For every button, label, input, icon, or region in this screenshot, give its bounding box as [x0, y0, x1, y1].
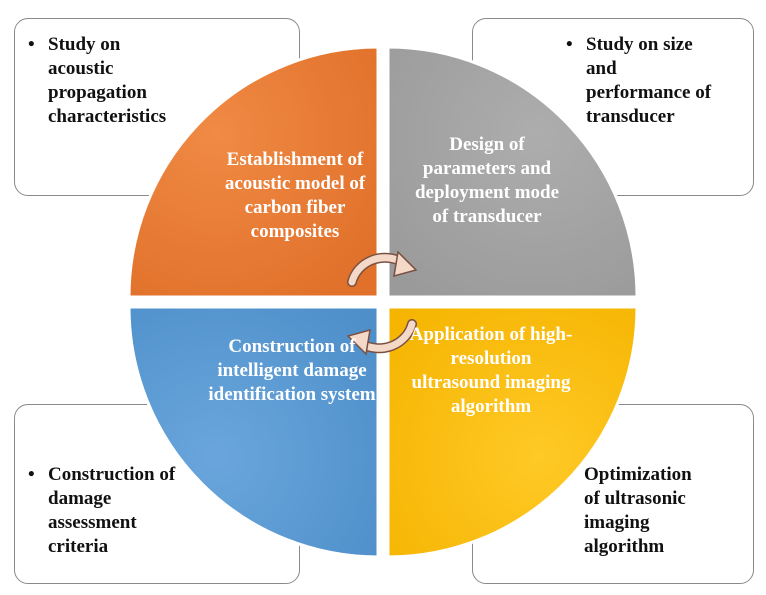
quadrant-top-left: [127, 45, 380, 299]
quadrant-bottom-left-label: Construction of intelligent damage ident…: [208, 336, 376, 405]
bullet-icon: •: [28, 464, 35, 485]
quadrant-bottom-right-label: Application of high-resolution ultrasoun…: [409, 324, 573, 417]
cycle-arrow-icon: [346, 250, 418, 356]
quadrant-top-left-label: Establishment of acoustic model of carbo…: [224, 149, 366, 242]
quadrant-bottom-left: [127, 305, 380, 559]
quadrant-bottom-right: [386, 305, 639, 559]
box-top-left-text: • Study on acoustic propagation characte…: [28, 34, 167, 127]
box-top-right-text: • Study on size and performance of trans…: [566, 34, 712, 127]
box-bottom-left-text: • Construction of damage assessment crit…: [28, 464, 176, 557]
bullet-icon: •: [28, 34, 35, 55]
box-bottom-right-text: Optimization of ultrasonic imaging algor…: [584, 464, 692, 557]
bullet-icon: •: [566, 34, 573, 55]
quadrant-top-right-label: Design of parameters and deployment mode…: [414, 134, 560, 227]
quadrant-top-right: [386, 45, 639, 299]
